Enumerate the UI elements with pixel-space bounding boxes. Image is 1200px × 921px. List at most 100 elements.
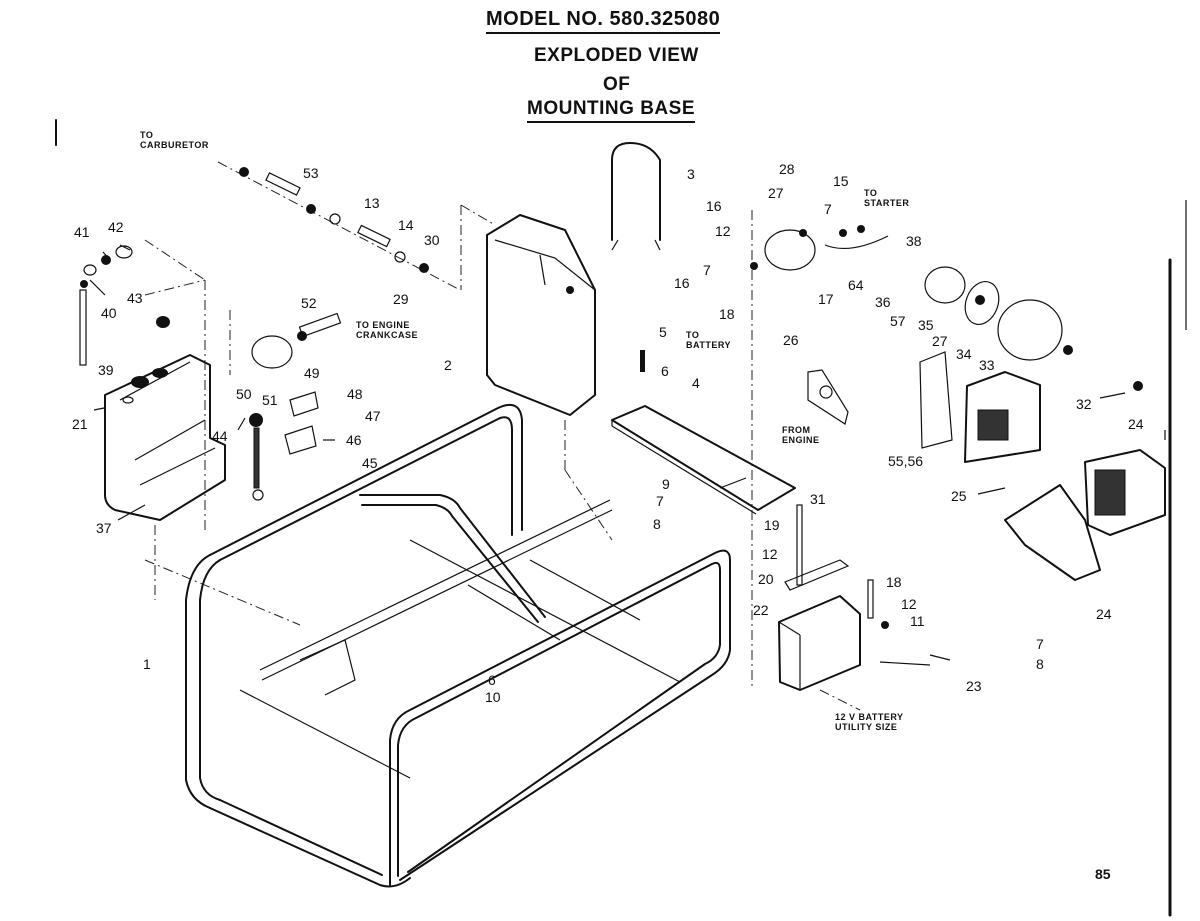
callout-13: 13 [364,195,380,211]
note-to-carburetor: TO CARBURETOR [140,130,209,150]
callout-53: 53 [303,165,319,181]
callout-39: 39 [98,362,114,378]
callout-16-lower: 16 [674,275,690,291]
callout-7-plate: 7 [656,493,664,509]
callout-41: 41 [74,224,90,240]
callout-17: 17 [818,291,834,307]
callout-25: 25 [951,488,967,504]
callout-12-top: 12 [715,223,731,239]
callout-27-cover: 27 [932,333,948,349]
note-line: CARBURETOR [140,140,209,150]
note-to-battery: TO BATTERY [686,330,731,350]
callout-55-56: 55,56 [888,453,924,469]
title-line-1: EXPLODED VIEW [534,45,699,66]
callout-47: 47 [365,408,381,424]
callout-35: 35 [918,317,934,333]
callout-26: 26 [783,332,799,348]
note-line: 12 V BATTERY [835,712,904,722]
callout-8-bottom: 8 [1036,656,1044,672]
callout-51: 51 [262,392,278,408]
callout-15: 15 [833,173,849,189]
callout-28: 28 [779,161,795,177]
note-to-starter: TO STARTER [864,188,909,208]
callout-33: 33 [979,357,995,373]
callout-43: 43 [127,290,143,306]
callout-6-plate: 6 [661,363,669,379]
callout-18-battery: 18 [886,574,902,590]
callout-3: 3 [687,166,695,182]
callout-9: 9 [662,476,670,492]
note-to-engine-crankcase: TO ENGINE CRANKCASE [356,320,418,340]
callout-38: 38 [906,233,922,249]
callout-18-top: 18 [719,306,735,322]
note-line: TO [686,330,700,340]
callout-7-lower: 7 [703,262,711,278]
fuel-tank-drawing [104,279,301,626]
callout-4: 4 [692,375,700,391]
frame-drawing [185,404,731,888]
leader-lines [89,244,1126,661]
callout-21: 21 [72,416,88,432]
callout-27-solenoid: 27 [768,185,784,201]
note-line: TO ENGINE [356,320,410,330]
callout-49: 49 [304,365,320,381]
callout-12-battery: 12 [762,546,778,562]
callout-46: 46 [346,432,362,448]
callout-22: 22 [753,602,769,618]
callout-45: 45 [362,455,378,471]
callout-11: 11 [910,613,925,629]
callout-40: 40 [101,305,117,321]
note-line: BATTERY [686,340,731,350]
title-line-3: MOUNTING BASE [527,98,695,123]
callout-42: 42 [108,219,124,235]
callout-50: 50 [236,386,252,402]
callout-24-bottom: 24 [1096,606,1112,622]
callout-37: 37 [96,520,112,536]
solenoid-drawing [750,210,889,690]
callout-29: 29 [393,291,409,307]
note-line: TO [864,188,878,198]
note-line: ENGINE [782,435,820,445]
bracket-3-drawing [611,142,661,251]
callout-12-battery-right: 12 [901,596,917,612]
note-line: TO [140,130,154,140]
callout-16-top: 16 [706,198,722,214]
callout-1: 1 [143,656,151,672]
callout-14: 14 [398,217,414,233]
muffler-drawing [460,204,613,541]
callout-6-frame: 6 [488,672,496,688]
callout-57: 57 [890,313,906,329]
note-from-engine: FROM ENGINE [782,425,820,445]
note-line: FROM [782,425,811,435]
callout-36: 36 [875,294,891,310]
starter-cover-drawing [924,266,1073,361]
mounting-plate-drawing [611,350,796,515]
fuel-line-assembly [217,161,461,291]
callout-34: 34 [956,346,972,362]
model-number: MODEL NO. 580.325080 [486,8,721,34]
callout-19: 19 [764,517,780,533]
note-line: CRANKCASE [356,330,419,340]
title-line-2: OF [603,74,631,95]
crankcase-breather-drawing [229,310,342,375]
fuel-sender-drawing [249,391,319,501]
callout-5: 5 [659,324,667,340]
callout-2: 2 [444,357,452,373]
battery-drawing [778,504,931,711]
callout-20: 20 [758,571,774,587]
callout-52: 52 [301,295,317,311]
note-line: UTILITY SIZE [835,722,898,732]
callout-48: 48 [347,386,363,402]
callout-10: 10 [485,689,501,705]
callout-64: 64 [848,277,864,293]
callout-7-starter: 7 [824,201,832,217]
callout-8-plate: 8 [653,516,661,532]
callout-30: 30 [424,232,440,248]
callout-7-bottom: 7 [1036,636,1044,652]
control-box-drawing [919,351,1166,581]
page-number: 85 [1095,866,1111,882]
callout-44: 44 [212,428,228,444]
callout-24-top: 24 [1128,416,1144,432]
note-battery: 12 V BATTERY UTILITY SIZE [835,712,904,732]
